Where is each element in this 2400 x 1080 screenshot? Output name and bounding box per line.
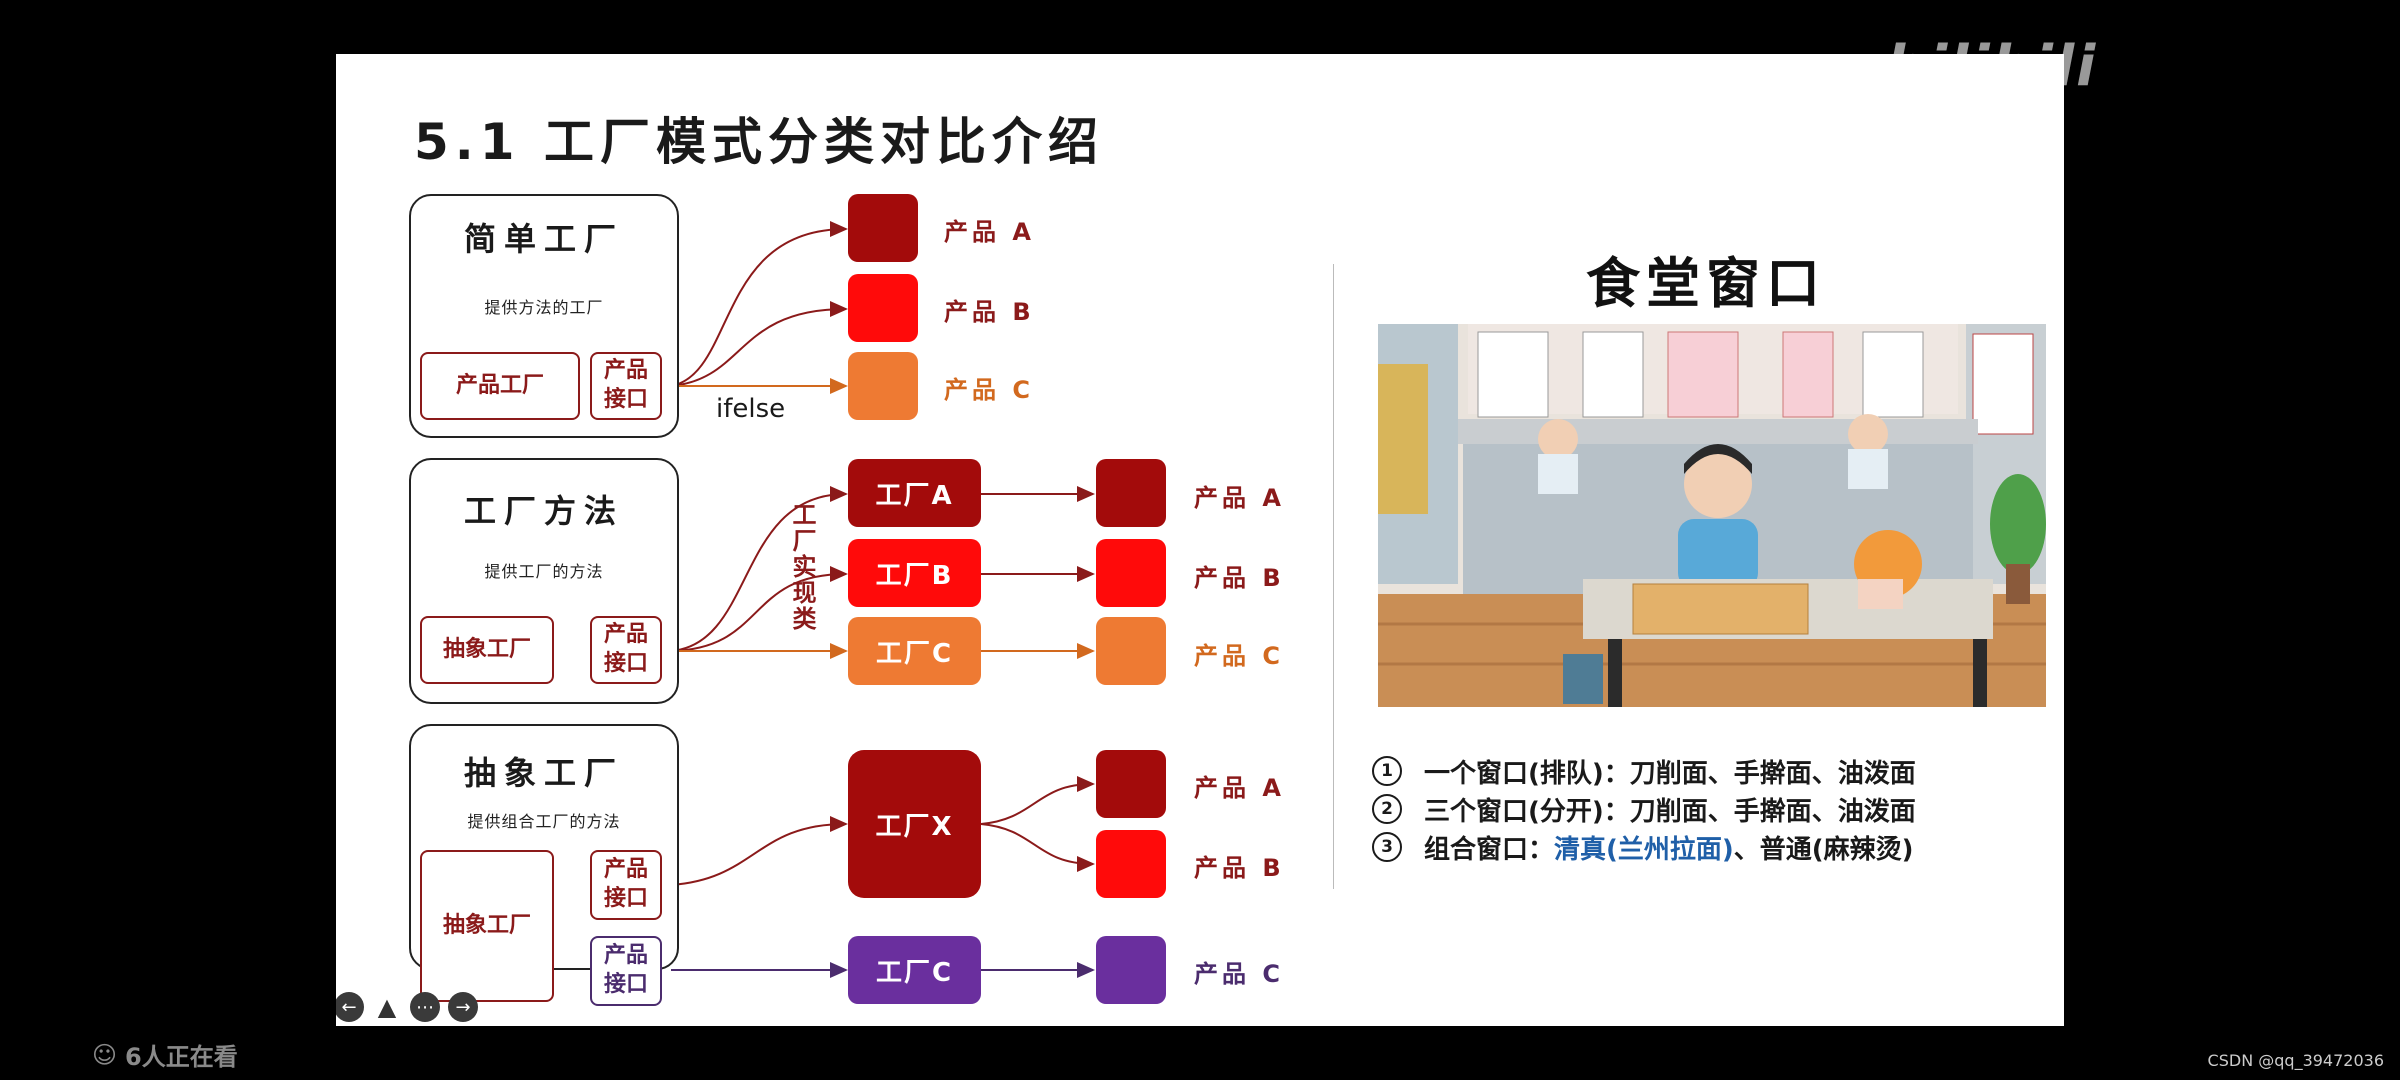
note-prefix: 组合窗口：: [1424, 834, 1555, 865]
prev-icon[interactable]: ←: [336, 992, 364, 1022]
group-subtitle: 提供工厂的方法: [484, 562, 604, 581]
arrow-abs-x: [670, 816, 848, 886]
abstract-factory-box: 抽象工厂: [420, 616, 554, 684]
product-a-label: 产品 A: [944, 218, 1035, 246]
diagram-connectors: [553, 221, 1095, 978]
abstract-factory-box: 抽象工厂: [420, 850, 554, 1002]
product-c-square: [1096, 617, 1166, 685]
product-interface-label: 产品接口: [603, 622, 648, 676]
product-interface-label: 产品接口: [603, 943, 648, 997]
product-interface-label: 产品接口: [603, 358, 648, 412]
note-number: 2: [1372, 794, 1402, 824]
note-row: 1 一个窗口(排队)：刀削面、手擀面、油泼面: [1372, 752, 1916, 790]
product-a-square: [848, 194, 918, 262]
factory-impl-label: 工厂实现类: [788, 502, 816, 632]
viewers-count: ☺ 6人正在看: [92, 1037, 238, 1072]
note-row: 3 组合窗口： 清真(兰州拉面) 、普通(麻辣烫): [1372, 828, 1916, 866]
product-b-label: 产品 B: [1194, 854, 1285, 882]
product-b-square: [1096, 539, 1166, 607]
factory-a-box: 工厂A: [848, 459, 981, 527]
csdn-credit: CSDN @qq_39472036: [2207, 1051, 2384, 1070]
group-title: 工厂方法: [463, 492, 624, 530]
canteen-title: 食堂窗口: [1586, 252, 1826, 315]
product-interface-box: 产品接口: [590, 352, 662, 420]
bilibili-watermark: bilibili: [1886, 34, 2098, 99]
group-subtitle: 提供方法的工厂: [484, 298, 604, 317]
factory-x-box: 工厂X: [848, 750, 981, 898]
arrow-simple-b: [670, 301, 848, 387]
more-icon[interactable]: ⋯: [410, 992, 440, 1022]
slide-title: 5.1 工厂模式分类对比介绍: [414, 113, 1104, 171]
note-row: 2 三个窗口(分开)：刀削面、手擀面、油泼面: [1372, 790, 1916, 828]
viewers-icon: ☺: [92, 1040, 118, 1069]
product-a-label: 产品 A: [1194, 774, 1285, 802]
product-c-square: [848, 352, 918, 420]
product-b-label: 产品 B: [944, 298, 1035, 326]
product-interface-label: 产品接口: [603, 857, 648, 911]
factory-c-box-purple: 工厂C: [848, 936, 981, 1004]
factory-b-box: 工厂B: [848, 539, 981, 607]
product-c-label: 产品 C: [1194, 960, 1284, 988]
arrow-method-a: [670, 486, 848, 652]
note-highlight: 清真(兰州拉面): [1554, 834, 1734, 865]
canteen-notes: 1 一个窗口(排队)：刀削面、手擀面、油泼面 2 三个窗口(分开)：刀削面、手擀…: [1372, 752, 1916, 866]
ifelse-label: ifelse: [716, 394, 786, 424]
divider: [1333, 264, 1334, 889]
arrow-simple-a: [670, 221, 848, 387]
product-interface-box: 产品接口: [590, 616, 662, 684]
note-number: 3: [1372, 832, 1402, 862]
group-title: 抽象工厂: [463, 754, 624, 792]
product-interface-box-bottom: 产品接口: [590, 936, 662, 1006]
note-rest: 、普通(麻辣烫): [1733, 834, 1914, 865]
pen-icon[interactable]: ▲: [377, 993, 397, 1021]
arrow-method-b: [670, 566, 848, 652]
note-text: 一个窗口(排队)：刀削面、手擀面、油泼面: [1424, 758, 1916, 789]
group-subtitle: 提供组合工厂的方法: [467, 812, 621, 831]
next-icon[interactable]: →: [448, 992, 478, 1022]
product-interface-box-top: 产品接口: [590, 850, 662, 920]
product-factory-box: 产品工厂: [420, 352, 580, 420]
product-b-label: 产品 B: [1194, 564, 1285, 592]
note-number: 1: [1372, 756, 1402, 786]
group-title: 简单工厂: [463, 220, 624, 258]
product-c-square-purple: [1096, 936, 1166, 1004]
slide: 5.1 工厂模式分类对比介绍 简单工厂 提供方法的工厂 产品工厂: [336, 54, 2064, 1026]
canteen-illustration: [1378, 324, 2046, 707]
product-b-square: [848, 274, 918, 342]
note-text: 三个窗口(分开)：刀削面、手擀面、油泼面: [1424, 796, 1916, 827]
product-b-square: [1096, 830, 1166, 898]
arrow-x-b: [980, 823, 1095, 872]
product-a-label: 产品 A: [1194, 484, 1285, 512]
product-a-square: [1096, 459, 1166, 527]
product-c-label: 产品 C: [1194, 642, 1284, 670]
product-c-label: 产品 C: [944, 376, 1034, 404]
arrow-x-a: [980, 776, 1095, 825]
factory-c-box: 工厂C: [848, 617, 981, 685]
viewers-text: 6人正在看: [125, 1043, 238, 1071]
product-a-square: [1096, 750, 1166, 818]
